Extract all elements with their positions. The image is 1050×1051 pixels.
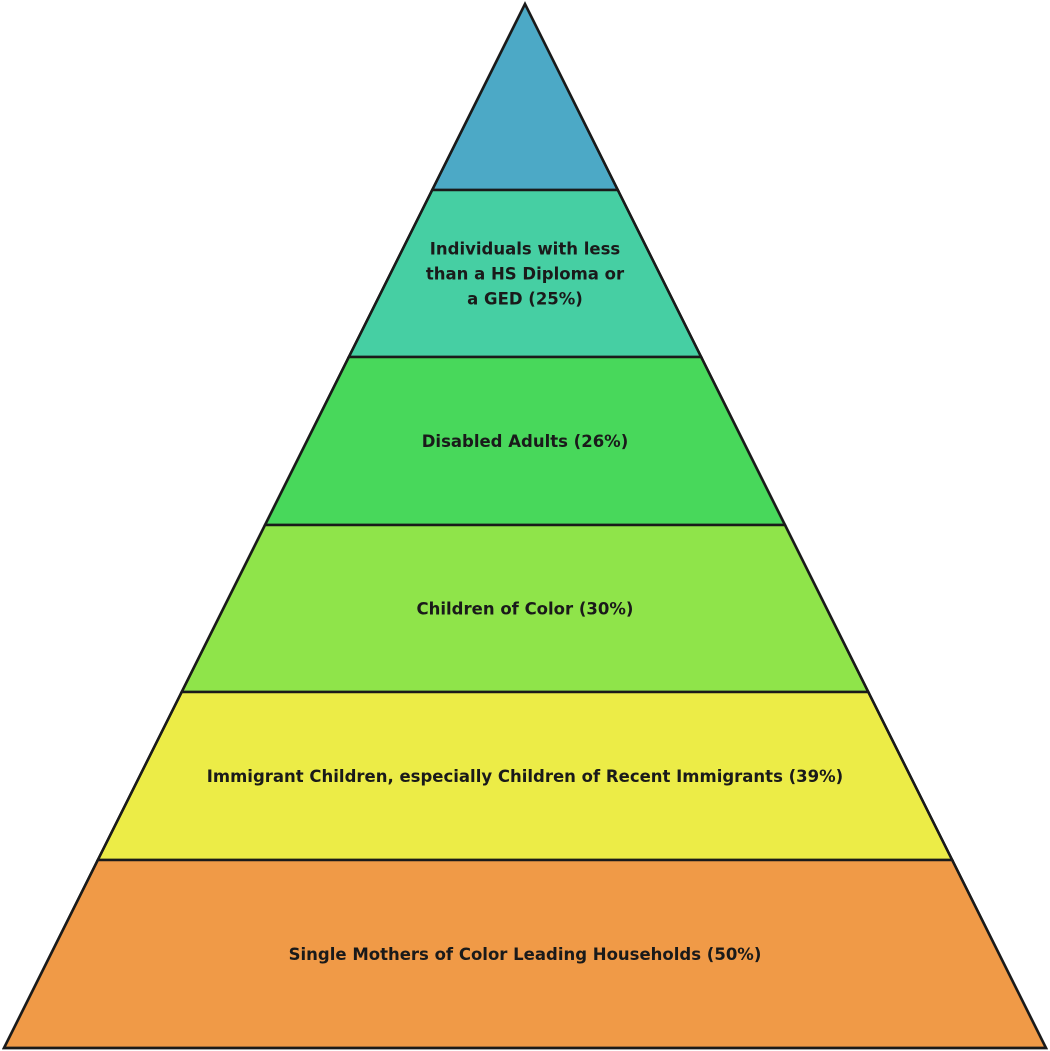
tier-top [430,1,620,192]
tier-label-line: Children of Color (30%) [417,600,634,619]
tier-label-line: Individuals with less [430,240,621,259]
tier-label-children-of-color: Children of Color (30%) [417,600,634,619]
tier-label-line: Disabled Adults (26%) [422,432,629,451]
tier-label-disabled-adults: Disabled Adults (26%) [422,432,629,451]
tier-label-line: a GED (25%) [467,290,583,309]
tier-label-line: Immigrant Children, especially Children … [207,767,843,786]
tier-label-immigrant-children: Immigrant Children, especially Children … [207,767,843,786]
tier-label-line: than a HS Diploma or [426,265,625,284]
tier-label-hs-diploma: Individuals with less than a HS Diploma o… [426,240,625,309]
tier-label-single-mothers: Single Mothers of Color Leading Househol… [289,945,762,964]
tier-label-line: Single Mothers of Color Leading Househol… [289,945,762,964]
pyramid-labels: Individuals with less than a HS Diploma o… [207,240,843,965]
